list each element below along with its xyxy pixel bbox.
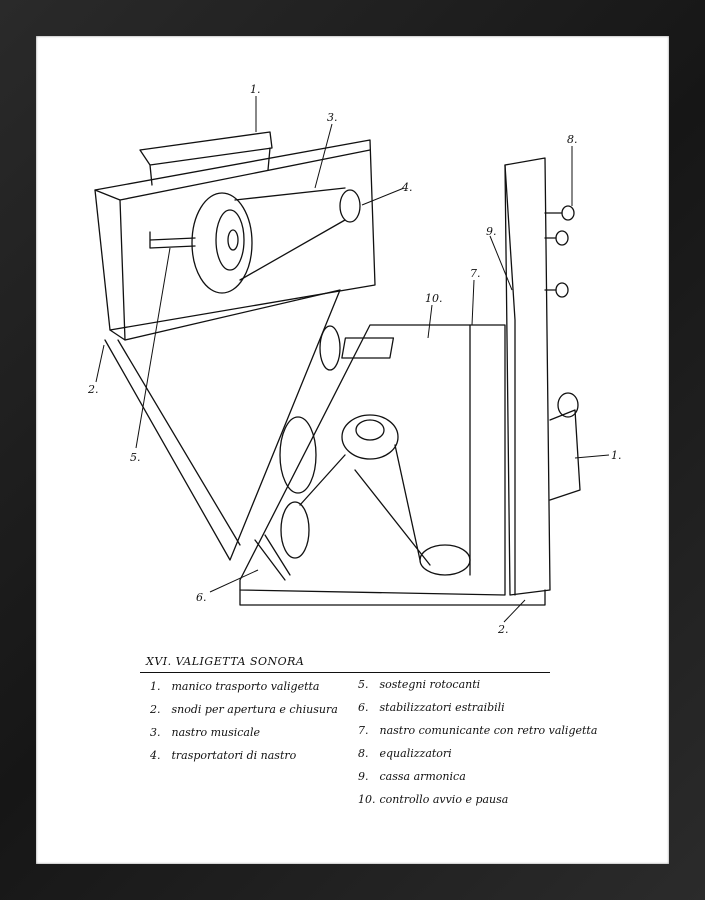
callout-handle-top: 1. — [250, 83, 261, 96]
callout-equalizers: 8. — [567, 133, 578, 146]
legend-item: 10. controllo avvio e pausa — [358, 793, 509, 806]
callout-handle-side: 1. — [611, 449, 622, 462]
control-box — [341, 337, 395, 359]
legend-item: 3. nastro musicale — [150, 726, 261, 739]
reel-mid — [279, 416, 317, 494]
caption-title: XVI. VALIGETTA SONORA — [146, 655, 305, 668]
legend-left: 1. manico trasporto valigetta 2. snodi p… — [150, 680, 338, 772]
callout-soundbox: 9. — [486, 225, 497, 238]
legend-item: 5. sostegni rotocanti — [358, 678, 481, 691]
callout-stabilizers: 6. — [196, 591, 207, 604]
callout-tape: 3. — [327, 111, 338, 124]
tape-base — [299, 324, 471, 576]
paper-mat — [36, 36, 669, 864]
legend-right: 5. sostegni rotocanti 6. stabilizzatori … — [358, 678, 597, 816]
case-base — [239, 324, 506, 596]
callout-transporters: 4. — [402, 181, 413, 194]
lid-reel — [191, 192, 253, 294]
legend-item: 8. equalizzatori — [358, 747, 452, 760]
tape-lid — [234, 187, 346, 281]
callout-control: 10. — [425, 292, 443, 305]
callout-hinge-left: 2. — [88, 383, 99, 396]
legend-item: 6. stabilizzatori estraibili — [358, 701, 505, 714]
legend-item: 2. snodi per apertura e chiusura — [150, 703, 338, 716]
legend-item: 1. manico trasporto valigetta — [150, 680, 320, 693]
equalizer-knobs — [544, 205, 579, 418]
legend-item: 4. trasportatori di nastro — [150, 749, 297, 762]
side-panel — [504, 157, 551, 596]
callout-tape-back: 7. — [470, 267, 481, 280]
caption-divider — [140, 672, 550, 673]
legend-item: 7. nastro comunicante con retro valigett… — [358, 724, 598, 737]
callout-hinge-bottom: 2. — [498, 623, 509, 636]
legend-item: 9. cassa armonica — [358, 770, 466, 783]
lid-panel — [94, 139, 376, 331]
callout-supports: 5. — [130, 451, 141, 464]
lid-triangle — [104, 289, 341, 561]
